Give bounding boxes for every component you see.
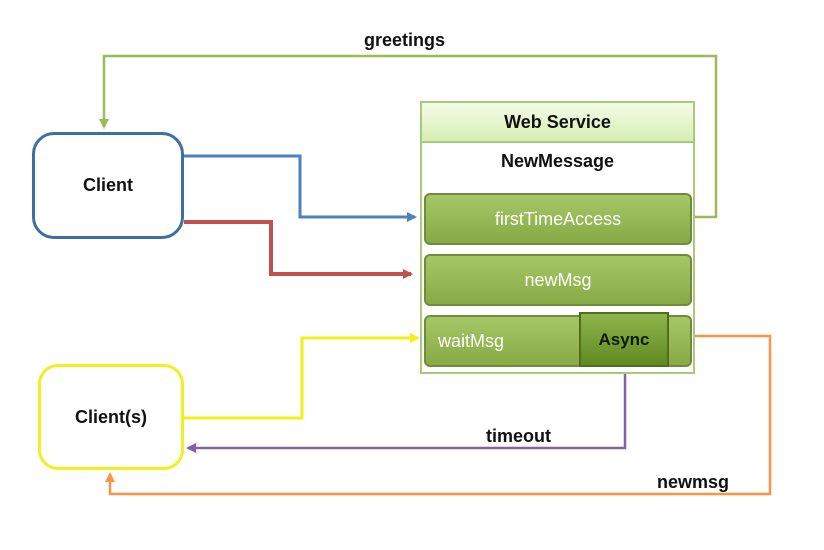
client-node: Client bbox=[32, 132, 184, 239]
web-service-title: Web Service bbox=[422, 103, 693, 143]
new-message-label: NewMessage bbox=[500, 151, 615, 171]
new-msg-block: newMsg bbox=[424, 254, 692, 306]
async-block: Async bbox=[579, 312, 669, 367]
timeout-label: timeout bbox=[486, 426, 551, 446]
greetings-label: greetings bbox=[364, 30, 446, 50]
web-service-container: Web Service NewMessage firstTimeAccess n… bbox=[420, 101, 695, 374]
clients-node: Client(s) bbox=[38, 364, 184, 470]
timeout-arrow bbox=[186, 365, 627, 453]
clients-to-waitmsg-arrow bbox=[184, 333, 420, 420]
client-to-firsttimeaccess-arrow bbox=[184, 154, 417, 222]
newmsg-label: newmsg bbox=[657, 472, 730, 492]
client-to-newmsg-arrow bbox=[184, 220, 413, 279]
first-time-access-block: firstTimeAccess bbox=[424, 193, 692, 245]
